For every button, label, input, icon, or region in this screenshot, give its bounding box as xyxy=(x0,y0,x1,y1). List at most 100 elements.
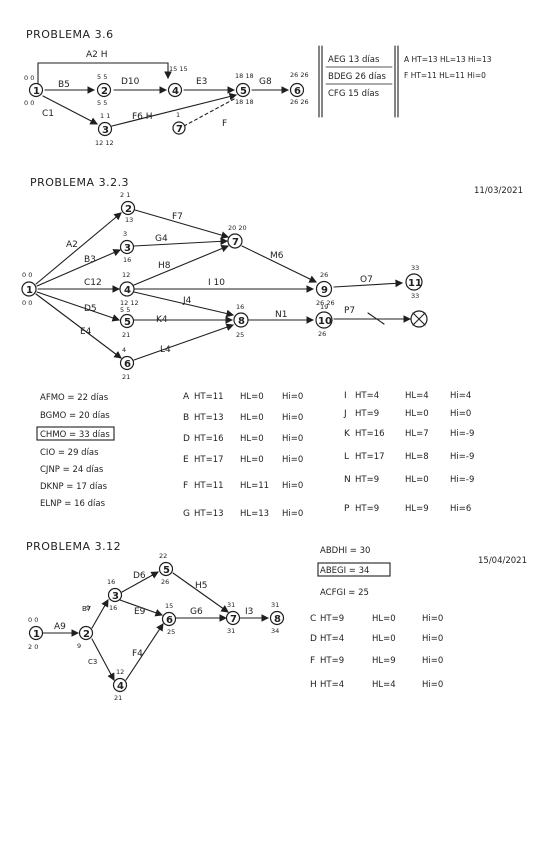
node-11 xyxy=(405,273,423,291)
node-4-label: 4 xyxy=(172,86,179,97)
node-10-early: 19 xyxy=(320,303,328,311)
node-7 xyxy=(227,233,243,249)
label-l4: L4 xyxy=(160,345,171,355)
slack-hl: HL=11 xyxy=(240,481,269,491)
slack-hi: Hi=0 xyxy=(422,614,443,624)
label-f: F xyxy=(222,119,227,129)
node-5-label: 5 xyxy=(124,317,131,328)
slack-ht: HT=17 xyxy=(355,452,385,462)
label-d10: D10 xyxy=(121,77,140,87)
slack-hl: HL=7 xyxy=(405,429,429,439)
slack-hl: HL=0 xyxy=(240,455,264,465)
node-9 xyxy=(315,280,333,298)
node-7-early: 1 xyxy=(176,111,180,119)
node-6-late: 25 xyxy=(167,628,175,636)
edge-e4 xyxy=(35,293,122,359)
label-i3: I3 xyxy=(245,607,253,617)
edge-p7-strike xyxy=(367,312,385,325)
slack-hi: Hi=0 xyxy=(282,434,303,444)
slack-hl: HL=0 xyxy=(240,434,264,444)
node-6 xyxy=(119,355,135,371)
slack-hi: Hi=-9 xyxy=(450,429,474,439)
node-2-early: 2 1 xyxy=(120,191,130,199)
node-5-early: 5 5 xyxy=(120,306,130,314)
node-5-label: 5 xyxy=(240,86,247,97)
node-7-label: 7 xyxy=(232,237,239,248)
node-4 xyxy=(167,82,183,98)
problem-3-6: PROBLEMA 3.6 A2 H B5 D10 E3 G8 C1 F6 H F… xyxy=(24,28,492,147)
node-11-late: 33 xyxy=(411,292,419,300)
slack-hl: HL=0 xyxy=(405,475,429,485)
slack-hi: Hi=-9 xyxy=(450,452,474,462)
node-4-early: 15 15 xyxy=(169,65,188,73)
slack-ht: HT=13 xyxy=(194,413,224,423)
node-5-late: 26 xyxy=(161,578,169,586)
node-5-label: 5 xyxy=(163,565,170,576)
node-5 xyxy=(119,313,135,329)
node-6-late: 26 26 xyxy=(290,98,309,106)
slack-row: H HT=4 HL=4 Hi=0 xyxy=(310,680,443,690)
node-6-early: 4 xyxy=(122,346,126,354)
node-3-label: 3 xyxy=(124,243,131,254)
problem-3-2-3-slack-right: I HT=4 HL=4 Hi=4 J HT=9 HL=0 Hi=0 K HT=1… xyxy=(343,391,474,514)
node-2-early: 9 xyxy=(86,604,90,612)
route-p1-2: CFG 15 días xyxy=(328,89,380,99)
edge-a2 xyxy=(35,212,122,285)
route-p3-0: ABDHI = 30 xyxy=(320,546,370,556)
node-5-late: 18 18 xyxy=(235,98,254,106)
node-10-label: 10 xyxy=(318,316,332,327)
slack-row: G HT=13 HL=13 Hi=0 xyxy=(183,509,303,519)
problem-3-2-3-network: A2 B3 C12 D5 E4 F7 G4 H8 I 10 J4 K4 L4 M… xyxy=(21,191,428,381)
slack-hi: Hi=0 xyxy=(282,455,303,465)
node-6-label: 6 xyxy=(124,359,131,370)
edge-a2h xyxy=(37,62,172,91)
edge-c1 xyxy=(42,95,98,125)
node-1-late: 0 0 xyxy=(24,99,34,107)
slack-hi: Hi=0 xyxy=(450,409,471,419)
slack-row: J HT=9 HL=0 Hi=0 xyxy=(343,409,471,419)
node-6-late: 21 xyxy=(122,373,130,381)
slack-p1-0: A HT=13 HL=13 Hi=13 xyxy=(404,55,492,64)
node-5-late: 21 xyxy=(122,331,130,339)
edge-j4 xyxy=(133,291,235,318)
label-c1: C1 xyxy=(42,109,54,119)
node-4-early: 12 xyxy=(116,668,124,676)
slack-ht: HT=11 xyxy=(194,392,224,402)
route-p2-6: ELNP = 16 días xyxy=(40,499,106,509)
edge-f7 xyxy=(134,209,230,239)
node-5 xyxy=(235,82,251,98)
slack-hl: HL=0 xyxy=(372,634,396,644)
node-4-early: 12 xyxy=(122,271,130,279)
problem-3-2-3-date: 11/03/2021 xyxy=(474,186,523,196)
slack-row: B HT=13 HL=0 Hi=0 xyxy=(183,413,303,423)
node-8-early: 16 xyxy=(236,303,244,311)
edge-b3 xyxy=(36,249,122,287)
edge-b7 xyxy=(91,599,109,629)
slack-hl: HL=4 xyxy=(405,391,429,401)
node-8 xyxy=(269,610,285,626)
node-4-label: 4 xyxy=(117,681,124,692)
route-p3-1: ABEGI = 34 xyxy=(320,566,369,576)
slack-ht: HT=9 xyxy=(355,475,379,485)
node-6-label: 6 xyxy=(294,86,301,97)
slack-ht: HT=4 xyxy=(320,680,344,690)
slack-p1-1: F HT=11 HL=11 Hi=0 xyxy=(404,71,486,80)
node-1-label: 1 xyxy=(26,285,33,296)
slack-row: I HT=4 HL=4 Hi=4 xyxy=(344,391,471,401)
route-p2-5: DKNP = 17 días xyxy=(40,482,108,492)
label-i10: I 10 xyxy=(208,278,225,288)
node-1-label: 1 xyxy=(33,86,40,97)
problem-3-2-3-routes: AFMO = 22 días BGMO = 20 días CHMO = 33 … xyxy=(36,393,115,509)
slack-hl: HL=0 xyxy=(405,409,429,419)
node-8-late: 34 xyxy=(271,627,279,635)
slack-hl: HL=0 xyxy=(240,392,264,402)
slack-hl: HL=13 xyxy=(240,509,269,519)
problem-3-12-network: A9 B7 C3 D6 E9 F4 G6 H5 I3 1 0 0 2 0 2 9… xyxy=(28,552,285,702)
label-o7: O7 xyxy=(360,275,373,285)
node-3-early: 1 1 xyxy=(100,112,110,120)
slack-row: N HT=9 HL=0 Hi=-9 xyxy=(344,475,474,485)
label-a9: A9 xyxy=(54,622,66,632)
slack-row: C HT=9 HL=0 Hi=0 xyxy=(310,614,443,624)
problem-3-12-title: PROBLEMA 3.12 xyxy=(26,540,121,553)
slack-ht: HT=9 xyxy=(320,656,344,666)
